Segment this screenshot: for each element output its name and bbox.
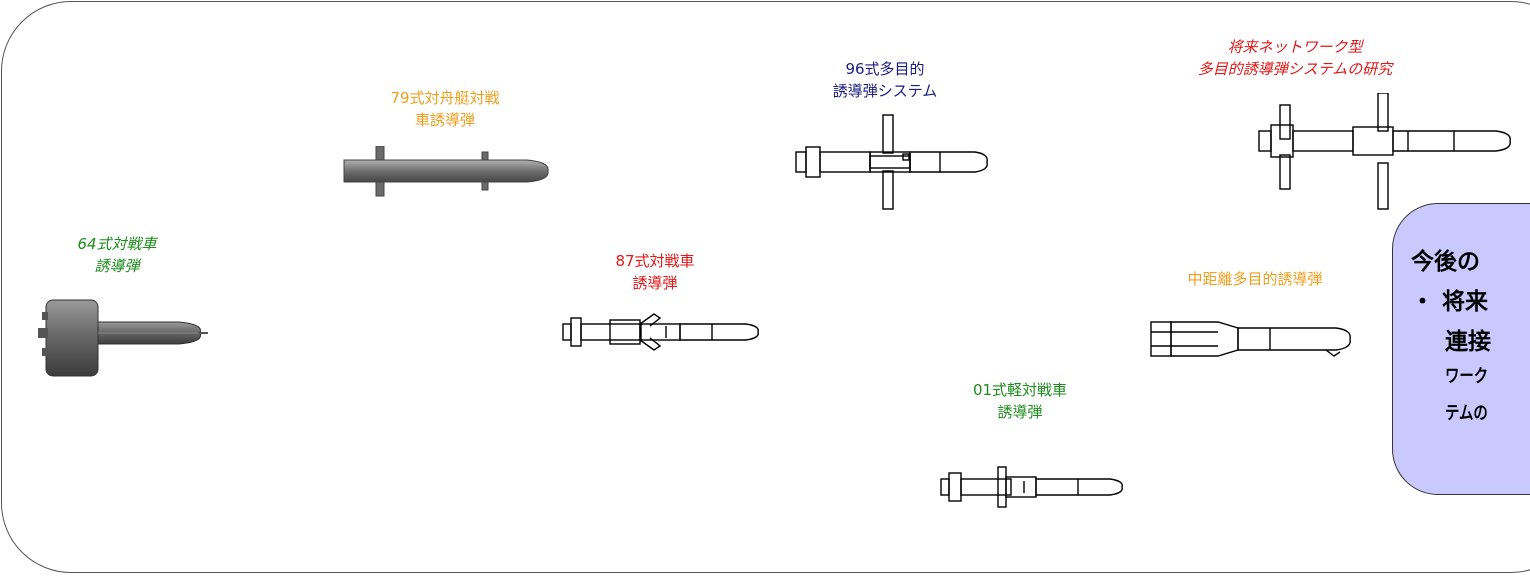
callout-line2: 連接 bbox=[1445, 329, 1491, 355]
label-type01-line1: 01式軽対戦車 bbox=[972, 381, 1068, 399]
label-type64-line1: 64式対戦車 bbox=[77, 235, 157, 253]
callout-line1: ・ 将来 bbox=[1411, 289, 1489, 315]
label-type87-line2: 誘導弾 bbox=[632, 274, 678, 292]
label-type96-line1: 96式多目的 bbox=[845, 60, 925, 78]
missile-type79-image bbox=[343, 146, 549, 197]
missile-midrange-image bbox=[1150, 321, 1351, 357]
missile-type64-image bbox=[38, 299, 208, 377]
label-type87-line1: 87式対戦車 bbox=[615, 252, 695, 270]
label-midrange-line1: 中距離多目的誘導弾 bbox=[1187, 270, 1323, 288]
label-type96-line2: 誘導弾システム bbox=[832, 82, 938, 100]
label-type79-line2: 車誘導弾 bbox=[414, 111, 475, 129]
label-type01: 01式軽対戦車 誘導弾 bbox=[945, 379, 1095, 423]
label-future-line2: 多目的誘導弾システムの研究 bbox=[1197, 60, 1393, 78]
missile-type96-image bbox=[795, 114, 988, 210]
label-type64: 64式対戦車 誘導弾 bbox=[52, 233, 182, 277]
label-type79-line1: 79式対舟艇対戦 bbox=[390, 89, 500, 107]
callout-line3: ワーク bbox=[1445, 366, 1489, 387]
future-plan-callout: 今後の ・ 将来 連接 ワーク テムの bbox=[1392, 203, 1530, 495]
label-midrange: 中距離多目的誘導弾 bbox=[1145, 268, 1365, 290]
label-future-line1: 将来ネットワーク型 bbox=[1227, 38, 1363, 56]
callout-title: 今後の bbox=[1411, 249, 1480, 275]
callout-line4: テムの bbox=[1445, 403, 1488, 424]
missile-future-network-image bbox=[1258, 93, 1511, 210]
label-type79: 79式対舟艇対戦 車誘導弾 bbox=[360, 87, 530, 131]
label-type01-line2: 誘導弾 bbox=[997, 403, 1043, 421]
missile-type87-image bbox=[562, 313, 759, 351]
label-type87: 87式対戦車 誘導弾 bbox=[585, 250, 725, 294]
label-type64-line2: 誘導弾 bbox=[94, 257, 140, 275]
label-future-network: 将来ネットワーク型 多目的誘導弾システムの研究 bbox=[1170, 36, 1420, 80]
missile-type01-image bbox=[940, 466, 1123, 508]
label-type96: 96式多目的 誘導弾システム bbox=[800, 58, 970, 102]
